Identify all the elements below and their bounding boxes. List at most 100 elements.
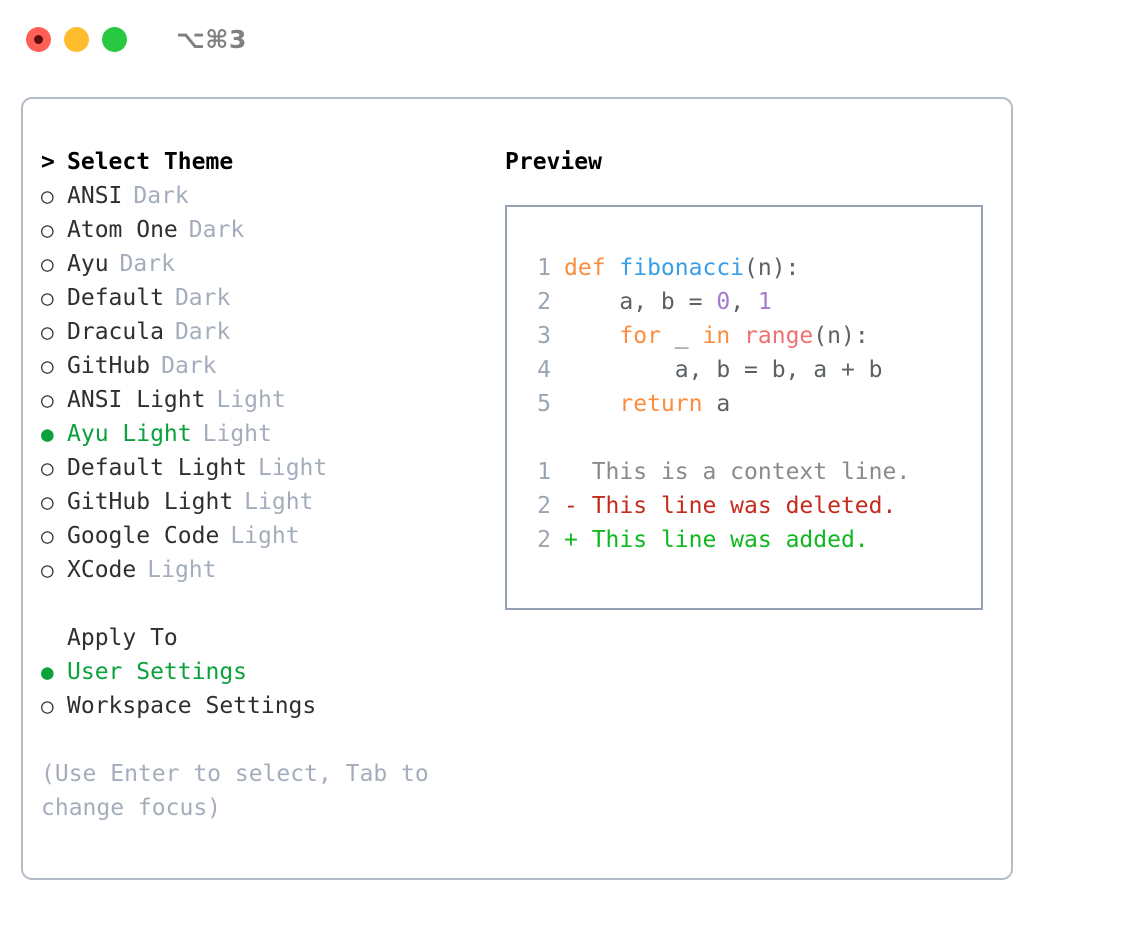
theme-list-item[interactable]: ○ Default Light Light <box>41 451 493 485</box>
theme-list-item[interactable]: ○ Dracula Dark <box>41 315 493 349</box>
caret-icon: > <box>41 149 55 175</box>
keyboard-shortcut-label: ⌥⌘3 <box>176 24 247 54</box>
code-text: a, b = 0, 1 <box>564 285 772 319</box>
radio-unselected-icon: ○ <box>41 252 54 276</box>
theme-name-label: Ayu Light <box>67 421 192 447</box>
theme-name-label: Google Code <box>67 523 220 549</box>
radio-unselected-icon: ○ <box>41 524 54 548</box>
theme-name-label: Dracula <box>67 319 164 345</box>
diff-sign: - <box>564 493 578 519</box>
diff-text: This is a context line. <box>577 459 911 485</box>
diff-line: 1 This is a context line. <box>523 455 981 489</box>
minimize-button[interactable] <box>64 26 89 52</box>
theme-variant-badge: Dark <box>174 319 231 345</box>
theme-name-label: ANSI <box>67 183 123 209</box>
code-token-plain: a, b = b, a + b <box>564 357 883 383</box>
line-number: 2 <box>537 493 551 519</box>
theme-variant-badge: Light <box>147 557 217 583</box>
theme-list-item[interactable]: ○ ANSI Light Light <box>41 383 493 417</box>
code-line: 5 return a <box>523 387 981 421</box>
theme-name-label: Default Light <box>67 455 248 481</box>
theme-name-label: XCode <box>67 557 137 583</box>
code-token-kw: def <box>564 255 620 281</box>
theme-name-label: GitHub Light <box>67 489 234 515</box>
theme-name-label: GitHub <box>67 353 151 379</box>
theme-name-label: ANSI Light <box>67 387 206 413</box>
code-token-kw: in <box>702 323 731 349</box>
radio-unselected-icon: ○ <box>41 354 54 378</box>
section-spacer <box>41 587 493 621</box>
line-number: 1 <box>537 255 551 281</box>
radio-selected-icon: ● <box>41 422 54 446</box>
line-number: 2 <box>537 527 551 553</box>
code-token-punc: (n): <box>813 323 869 349</box>
code-token-plain <box>564 391 619 417</box>
radio-unselected-icon: ○ <box>41 388 54 412</box>
code-line: 3 for _ in range(n): <box>523 319 981 353</box>
theme-name-label: Atom One <box>67 217 178 243</box>
code-token-plain <box>564 323 619 349</box>
theme-variant-badge: Light <box>216 387 286 413</box>
line-number: 2 <box>537 289 551 315</box>
radio-unselected-icon: ○ <box>41 558 54 582</box>
code-text: return a <box>564 387 730 421</box>
diff-text: This line was deleted. <box>577 493 897 519</box>
close-button[interactable] <box>26 26 51 52</box>
theme-variant-badge: Light <box>230 523 300 549</box>
code-text: a, b = b, a + b <box>564 353 883 387</box>
diff-sign: + <box>564 527 578 553</box>
apply-to-item[interactable]: ○Workspace Settings <box>41 689 493 723</box>
apply-to-item-label: Workspace Settings <box>67 693 317 719</box>
theme-list-item[interactable]: ○ Google Code Light <box>41 519 493 553</box>
radio-unselected-icon: ○ <box>41 320 54 344</box>
code-token-plain: a, b = <box>564 289 717 315</box>
radio-unselected-icon: ○ <box>41 184 54 208</box>
apply-to-item[interactable]: ● User Settings <box>41 655 493 689</box>
theme-variant-badge: Dark <box>188 217 245 243</box>
apply-to-marker-placeholder <box>41 621 67 655</box>
line-number: 3 <box>537 323 551 349</box>
code-token-kw: return <box>619 391 703 417</box>
code-line: 4 a, b = b, a + b <box>523 353 981 387</box>
theme-variant-badge: Dark <box>133 183 189 209</box>
theme-list-item[interactable]: ○ GitHub Dark <box>41 349 493 383</box>
line-number: 1 <box>537 459 551 485</box>
theme-list-item[interactable]: ○ ANSI Dark <box>41 179 493 213</box>
code-token-plain: _ <box>660 323 703 349</box>
radio-selected-icon: ● <box>41 660 54 684</box>
radio-unselected-icon: ○ <box>41 490 54 514</box>
code-text: for _ in range(n): <box>564 319 869 353</box>
theme-list-item[interactable]: ○ XCode Light <box>41 553 493 587</box>
theme-variant-badge: Light <box>244 489 314 515</box>
theme-variant-badge: Dark <box>161 353 217 379</box>
theme-list-item[interactable]: ○ GitHub Light Light <box>41 485 493 519</box>
maximize-button[interactable] <box>102 26 127 52</box>
code-token-num: 1 <box>757 289 772 315</box>
apply-to-item-label: User Settings <box>67 659 248 685</box>
line-number: 5 <box>537 391 551 417</box>
code-token-fn: fibonacci <box>619 255 745 281</box>
line-number: 4 <box>537 357 551 383</box>
diff-text: This line was added. <box>577 527 869 553</box>
diff-sample: 1 This is a context line. 2- This line wa… <box>523 455 981 557</box>
theme-list-item[interactable]: ● Ayu Light Light <box>41 417 493 451</box>
theme-name-label: Ayu <box>67 251 109 277</box>
keyboard-hint-text: (Use Enter to select, Tab to change focu… <box>41 761 429 821</box>
apply-to-label: Apply To <box>67 625 178 651</box>
apply-to-list: ● User Settings ○Workspace Settings <box>41 655 493 723</box>
code-token-plain: a <box>702 391 731 417</box>
preview-title: Preview <box>505 149 602 175</box>
radio-unselected-icon: ○ <box>41 456 54 480</box>
code-token-punc: , <box>730 289 758 315</box>
theme-variant-badge: Light <box>258 455 328 481</box>
select-theme-heading: > Select Theme <box>41 145 493 179</box>
theme-variant-badge: Light <box>202 421 272 447</box>
